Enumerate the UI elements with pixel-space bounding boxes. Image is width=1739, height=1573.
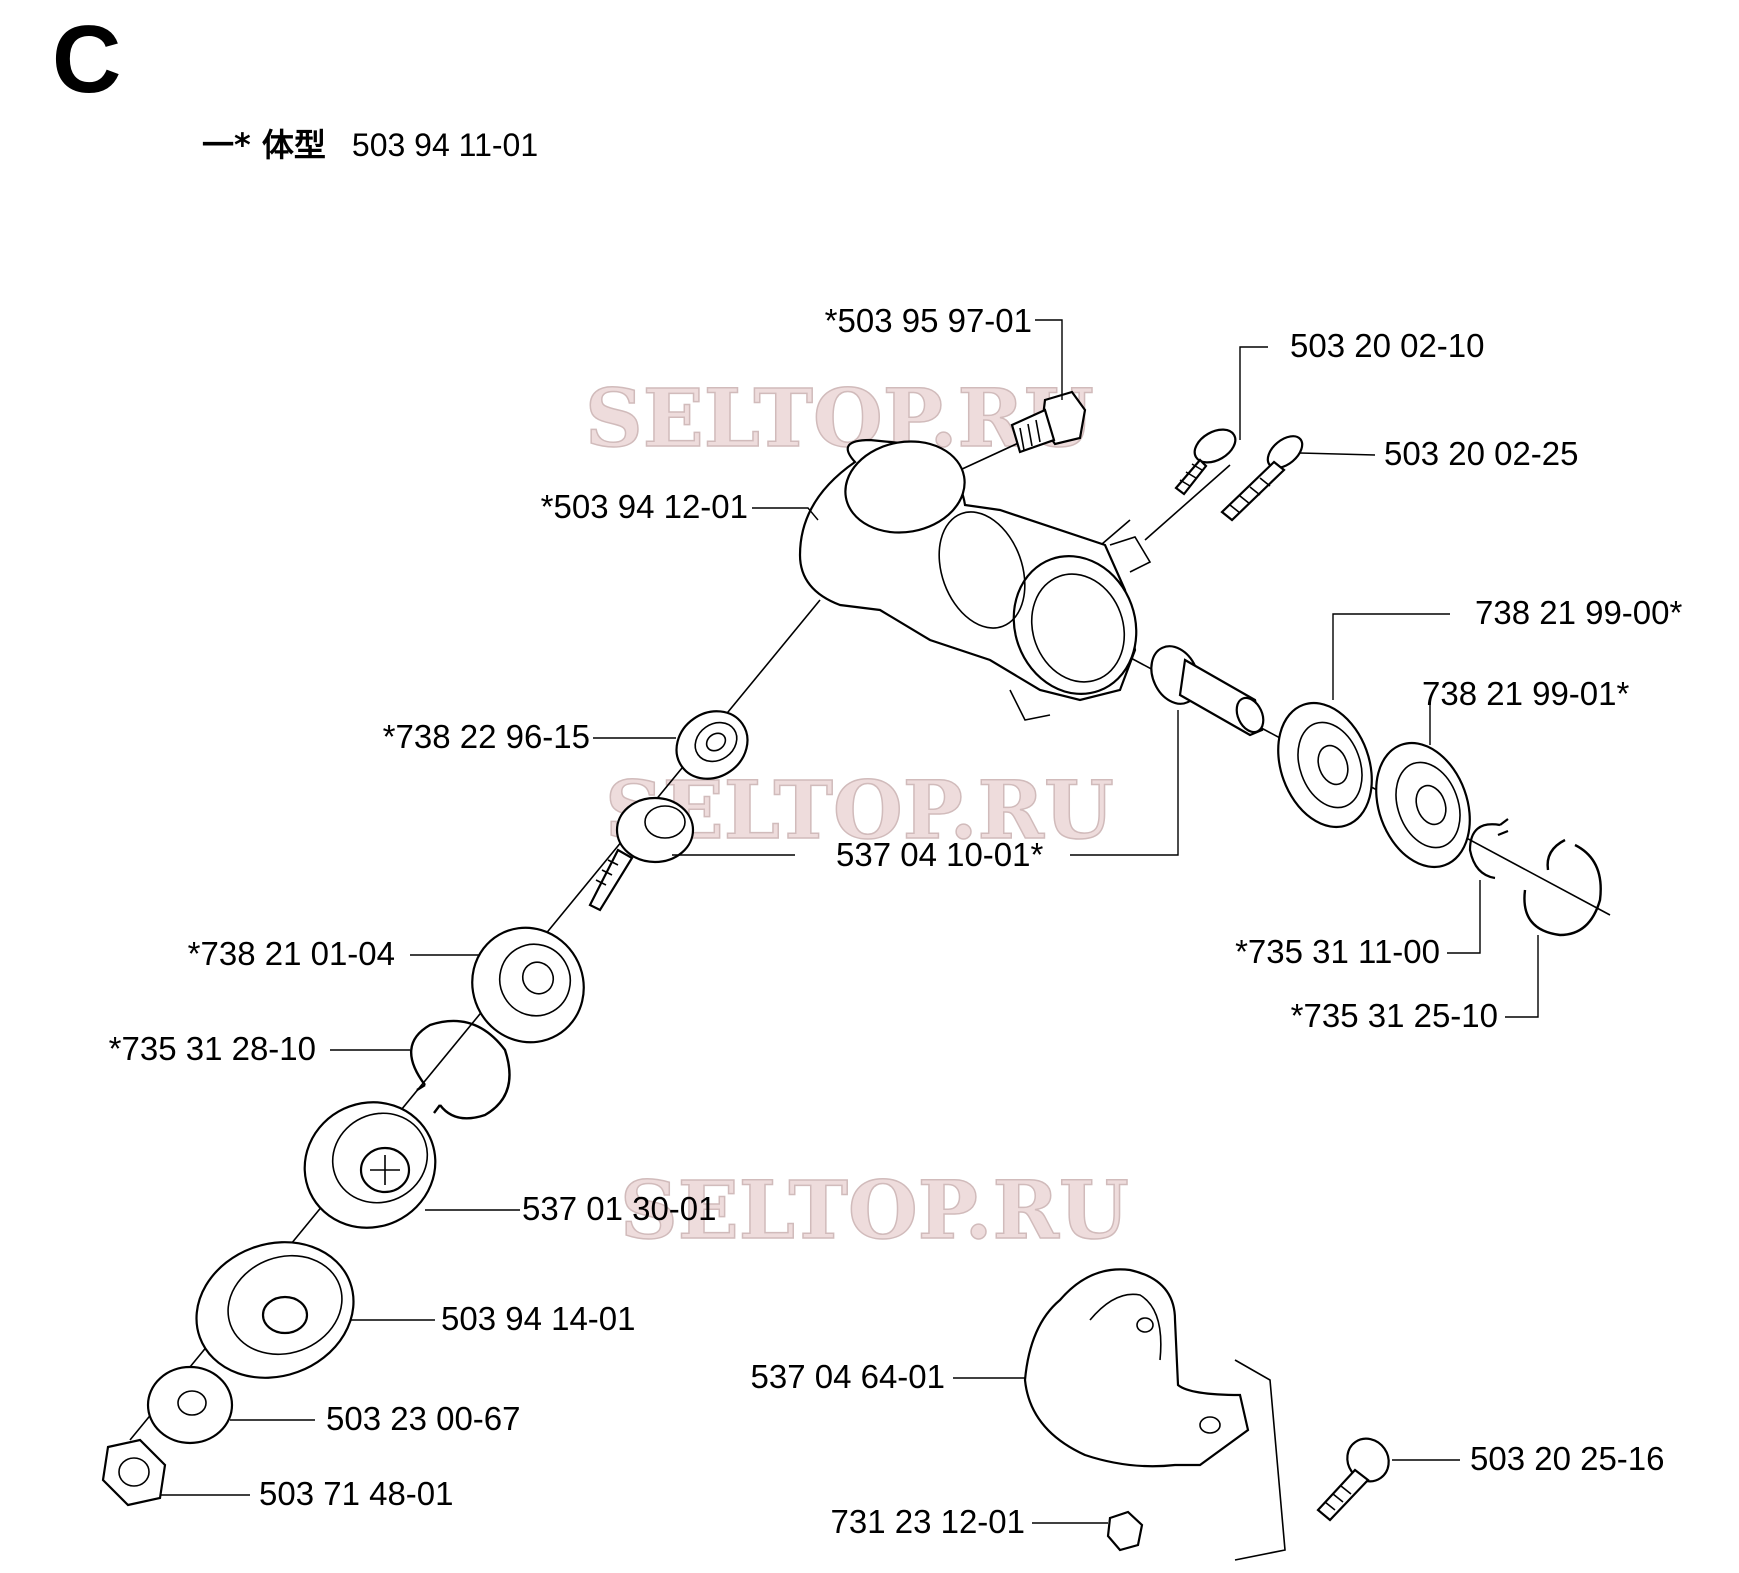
kit-number: 503 94 11-01: [351, 127, 539, 163]
bearing-icon: [471, 926, 585, 1044]
gear-housing-icon: [798, 438, 1152, 721]
pinion-gear-icon: [1150, 645, 1265, 737]
part-label: 537 04 64-01: [750, 1358, 945, 1395]
part-label: 503 94 14-01: [441, 1300, 636, 1337]
part-label: 738 21 99-00*: [1475, 594, 1683, 631]
circlip-icon: [1523, 838, 1602, 937]
part-label: 503 20 25-16: [1470, 1440, 1665, 1477]
part-label: 503 20 02-25: [1384, 435, 1579, 472]
nut-icon: [101, 1438, 167, 1507]
assembly-axes: [1234, 1359, 1286, 1561]
bearing-icon: [675, 710, 749, 780]
circlip-icon: [409, 1019, 511, 1120]
nut-icon: [1106, 1510, 1144, 1552]
circlip-icon: [1468, 818, 1509, 880]
bearing-icon: [1375, 741, 1471, 869]
part-label: *735 31 28-10: [109, 1030, 316, 1067]
part-label: 503 20 02-10: [1290, 327, 1485, 364]
watermark: SELTOP.RU: [585, 371, 1094, 465]
bolt-icon: [1010, 390, 1087, 454]
screw-icon: [1174, 428, 1237, 496]
screw-icon: [1220, 435, 1304, 522]
part-label: *503 95 97-01: [825, 302, 1032, 339]
cover-cup-icon: [303, 1101, 437, 1229]
section-letter: C: [52, 6, 122, 113]
part-label: *735 31 25-10: [1291, 997, 1498, 1034]
part-label: *738 22 96-15: [383, 718, 590, 755]
washer-icon: [146, 1365, 234, 1445]
kit-line: 一* 体型 503 94 11-01: [202, 120, 538, 166]
bevel-gear-icon: [588, 796, 695, 912]
kit-label: 一* 体型: [202, 126, 326, 164]
part-label: *735 31 11-00: [1235, 933, 1440, 970]
screw-icon: [1316, 1437, 1390, 1522]
watermark: SELTOP.RU: [620, 1163, 1129, 1257]
leader-lines: [160, 319, 1539, 1524]
part-label: 537 01 30-01: [522, 1190, 717, 1227]
bearing-icon: [1277, 701, 1373, 829]
clamp-icon: [1023, 1268, 1250, 1468]
part-label: 537 04 10-01*: [836, 836, 1044, 873]
part-label: 503 23 00-67: [326, 1400, 521, 1437]
part-label: *503 94 12-01: [541, 488, 748, 525]
part-label: *738 21 01-04: [188, 935, 395, 972]
support-cup-icon: [195, 1241, 355, 1379]
part-label: 503 71 48-01: [259, 1475, 454, 1512]
part-label: 731 23 12-01: [830, 1503, 1025, 1540]
part-label: 738 21 99-01*: [1422, 675, 1630, 712]
